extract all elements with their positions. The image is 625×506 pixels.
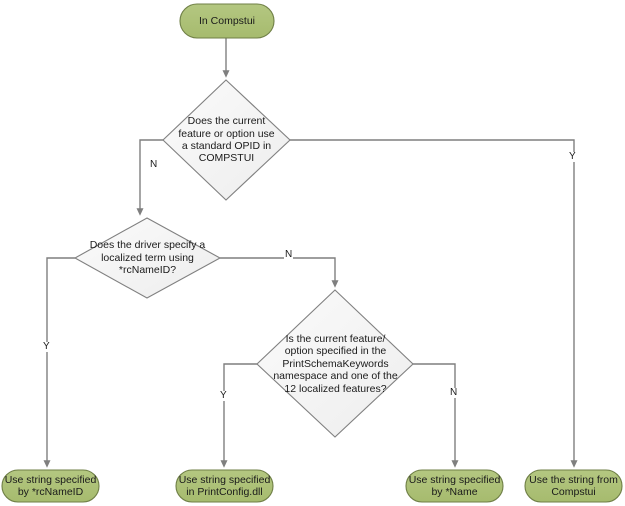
edge-printschema-yes: [220, 363, 257, 468]
edge-label-rcnameid-yes: Y: [42, 341, 51, 352]
edge-label-opid-yes: Y: [568, 151, 577, 162]
node-result-name: [405, 469, 504, 503]
node-result-printconfig: [175, 469, 274, 503]
edge-label-printschema-no: N: [449, 387, 459, 398]
edge-printschema-no: [413, 363, 459, 468]
edge-label-rcnameid-no: N: [284, 249, 294, 260]
edge-label-printschema-yes: Y: [219, 390, 228, 401]
node-result-compstui: [524, 469, 623, 503]
edge-label-opid-no: N: [149, 159, 159, 170]
node-decision-printschema: [256, 289, 414, 438]
node-result-rcnameid: [1, 469, 100, 503]
node-start: [179, 3, 275, 39]
edge-opid-yes: [290, 139, 578, 468]
node-decision-opid: [162, 79, 291, 201]
edge-rcnameid-no: [220, 257, 339, 288]
node-decision-rcnameid: [73, 217, 222, 299]
edge-opid-no: [136, 139, 163, 216]
edge-rcnameid-yes: [43, 257, 75, 468]
